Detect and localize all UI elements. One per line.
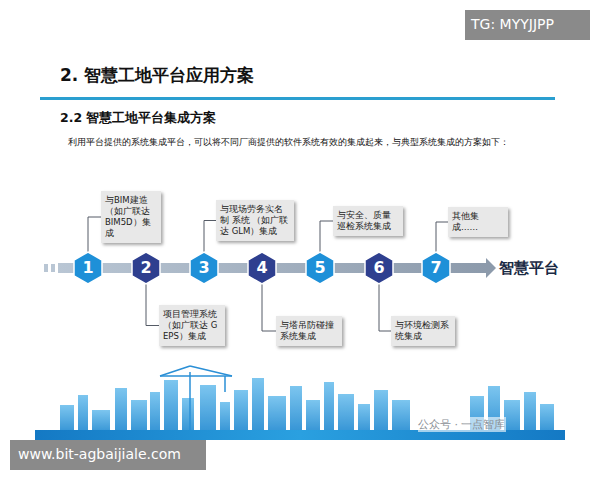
callout-box: 与BIM建造 （如广联达 BIM5D）集成: [101, 191, 161, 243]
callout-box: 与塔吊防碰撞 系统集成: [276, 316, 342, 346]
step-hexagon: 2: [131, 251, 161, 285]
section-heading: 2.2 智慧工地平台集成方案: [60, 110, 217, 127]
callout-text: 与环境检测系 统集成: [395, 320, 451, 342]
watermark-text: TG: MYYJJPP: [471, 16, 554, 32]
callout-box: 与现场劳务实名制 系统 （如广联达 GLM）集成: [216, 200, 294, 241]
watermark-text: www.bit-agbaijiale.com: [18, 446, 181, 462]
step-number: 1: [73, 251, 103, 285]
step-hexagon: 5: [305, 251, 335, 285]
page-title: 2. 智慧工地平台应用方案: [60, 64, 254, 87]
step-number: 7: [421, 251, 451, 285]
platform-label: 智慧平台: [499, 259, 559, 278]
step-number: 3: [189, 251, 219, 285]
step-number: 4: [247, 251, 277, 285]
leader-line: [146, 283, 159, 326]
callout-box: 与安全、质量 巡检系统集成: [333, 206, 403, 236]
callout-box: 与环境检测系 统集成: [391, 316, 455, 346]
city-skyline: [60, 378, 554, 433]
leader-line: [204, 221, 216, 254]
leader-line: [262, 283, 276, 331]
callout-box: 其他集成……: [448, 207, 508, 237]
leader-line: [379, 283, 391, 331]
intro-text: 利用平台提供的系统集成平台，可以将不同厂商提供的软件系统有效的集成起来，与典型系…: [68, 137, 509, 149]
leader-line: [320, 221, 333, 253]
step-hexagon: 3: [189, 251, 219, 285]
watermark-text: 公众号 · 一点智库: [418, 417, 506, 432]
watermark-box: [465, 10, 590, 40]
leader-line: [436, 222, 448, 253]
callout-box: 项目管理系统 （如广联达 GEPS）集成: [159, 305, 225, 346]
title-rule: [40, 97, 555, 100]
callout-text: 与BIM建造 （如广联达 BIM5D）集成: [105, 195, 157, 239]
callout-text: 与安全、质量 巡检系统集成: [337, 210, 399, 232]
tower-crane: [160, 366, 232, 433]
watermark-box: [10, 440, 206, 470]
step-number: 6: [364, 251, 394, 285]
callout-text: 其他集成……: [452, 211, 504, 233]
step-number: 5: [305, 251, 335, 285]
step-number: 2: [131, 251, 161, 285]
step-hexagon: 1: [73, 251, 103, 285]
step-hexagon: 6: [364, 251, 394, 285]
leader-line: [88, 217, 101, 253]
step-hexagon: 7: [421, 251, 451, 285]
callout-text: 与现场劳务实名制 系统 （如广联达 GLM）集成: [220, 204, 290, 237]
callout-text: 项目管理系统 （如广联达 GEPS）集成: [163, 309, 221, 342]
callout-text: 与塔吊防碰撞 系统集成: [280, 320, 338, 342]
step-hexagon: 4: [247, 251, 277, 285]
